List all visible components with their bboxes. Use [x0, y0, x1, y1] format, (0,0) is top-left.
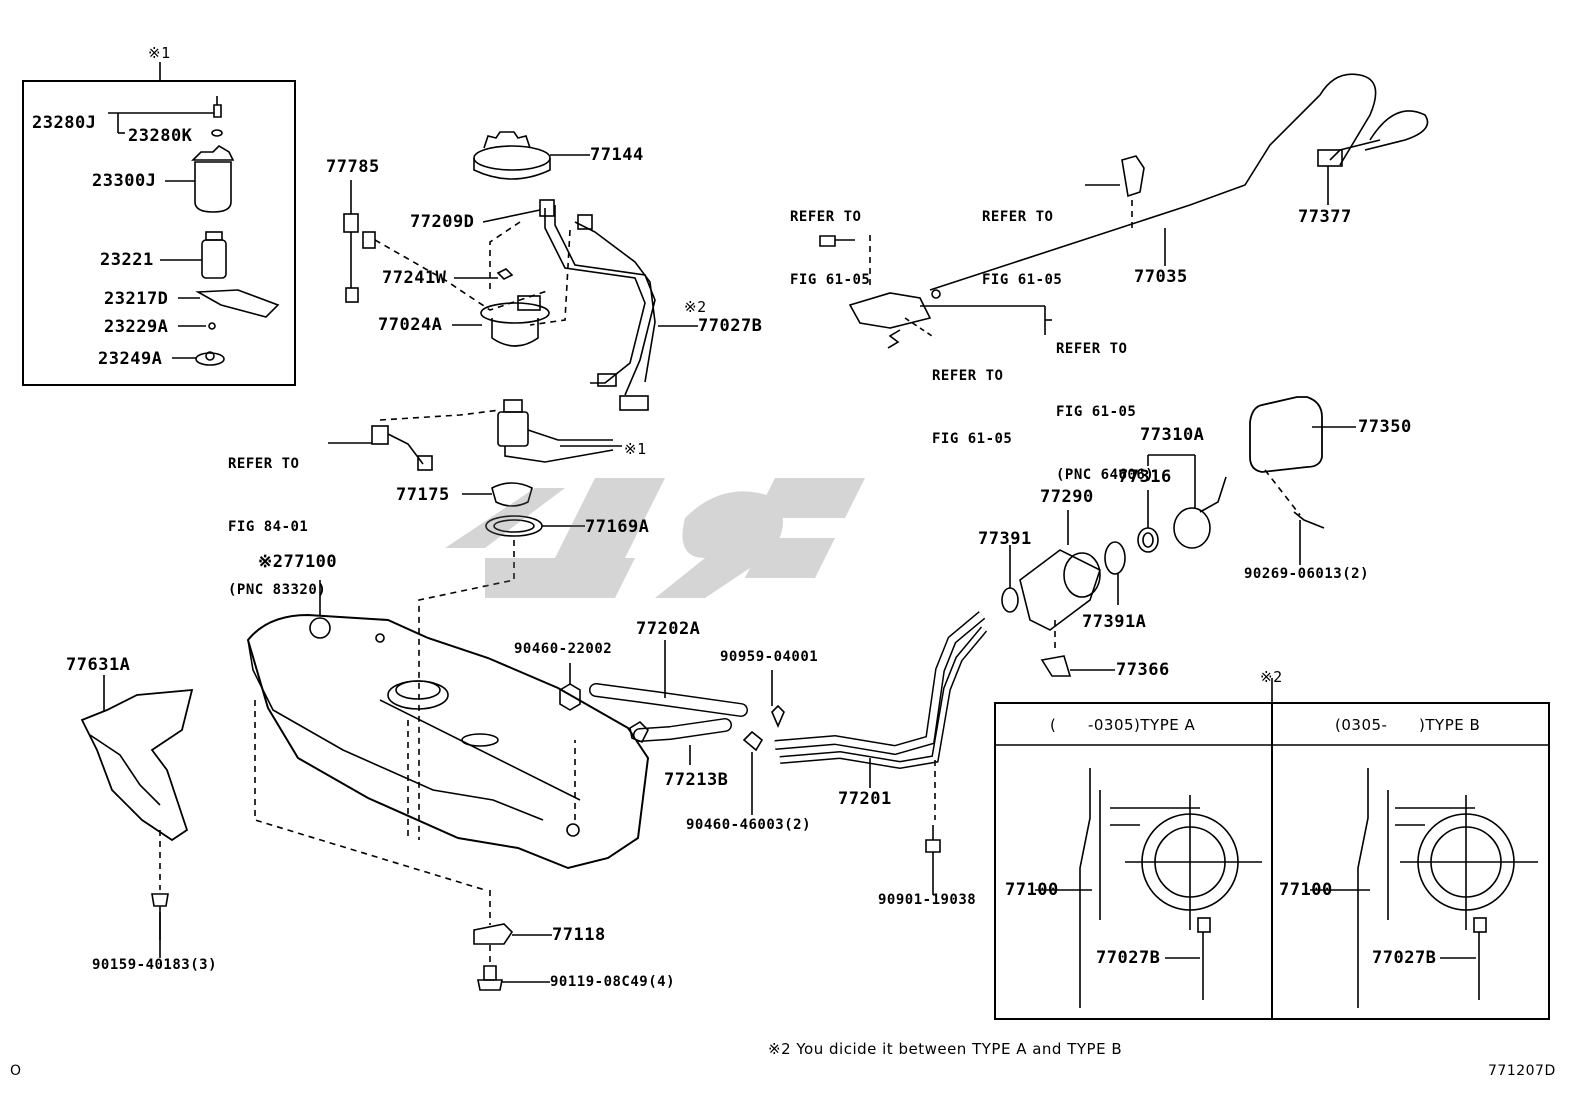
part-77201: 77201 [838, 789, 892, 809]
note1-top: ※1 [148, 44, 171, 62]
part-77377: 77377 [1298, 207, 1352, 227]
part-77366: 77366 [1116, 660, 1170, 680]
note2-table: ※2 [1260, 668, 1283, 686]
refer-e-line3: (PNC 83320) [228, 582, 327, 598]
note1-pump: ※1 [624, 440, 647, 458]
refer-block-b: REFER TO FIG 61-05 [982, 165, 1062, 312]
type-b-77027B: 77027B [1372, 948, 1437, 968]
part-77785: 77785 [326, 157, 380, 177]
part-23221: 23221 [100, 250, 154, 270]
refer-b-line1: REFER TO [982, 209, 1054, 225]
watermark-logo [445, 478, 865, 598]
part-77169A: 77169A [585, 517, 650, 537]
part-90460-46003: 90460-46003(2) [686, 817, 812, 833]
type-a-77027B: 77027B [1096, 948, 1161, 968]
refer-b-line2: FIG 61-05 [982, 272, 1063, 288]
part-90901: 90901-19038 [878, 892, 977, 908]
part-23300J: 23300J [92, 171, 157, 191]
part-77213B: 77213B [664, 770, 729, 790]
refer-e-line1: REFER TO [228, 456, 300, 472]
part-77631A: 77631A [66, 655, 131, 675]
part-77209D: 77209D [410, 212, 475, 232]
part-23217D: 23217D [104, 289, 169, 309]
part-77350: 77350 [1358, 417, 1412, 437]
part-90119: 90119-08C49(4) [550, 974, 676, 990]
part-23280K: 23280K [128, 126, 193, 146]
note2-77027B: ※2 [684, 298, 707, 316]
part-77310A: 77310A [1140, 425, 1205, 445]
part-90959: 90959-04001 [720, 649, 819, 665]
part-77391A: 77391A [1082, 612, 1147, 632]
refer-block-d: REFER TO FIG 61-05 [932, 324, 1012, 471]
part-77024A: 77024A [378, 315, 443, 335]
part-77100-main: ※277100 [258, 552, 338, 572]
part-77241W: 77241W [382, 268, 447, 288]
kit-box [22, 80, 296, 386]
part-77035: 77035 [1134, 267, 1188, 287]
type-b-77100: 77100 [1279, 880, 1333, 900]
part-23280J: 23280J [32, 113, 97, 133]
footer-note: ※2 You dicide it between TYPE A and TYPE… [768, 1040, 1123, 1058]
part-77118: 77118 [552, 925, 606, 945]
part-23229A: 23229A [104, 317, 169, 337]
type-a-77100: 77100 [1005, 880, 1059, 900]
part-77290: 77290 [1040, 487, 1094, 507]
refer-block-c: REFER TO FIG 61-05 (PNC 64606) [1056, 297, 1154, 507]
part-77391: 77391 [978, 529, 1032, 549]
refer-d-line2: FIG 61-05 [932, 431, 1013, 447]
figure-code: 771207D [1488, 1063, 1556, 1079]
refer-c-line3: (PNC 64606) [1056, 467, 1155, 483]
refer-c-line1: REFER TO [1056, 341, 1128, 357]
part-77316: 77316 [1118, 467, 1172, 487]
part-77202A: 77202A [636, 619, 701, 639]
refer-e-line2: FIG 84-01 [228, 519, 309, 535]
refer-a-line2: FIG 61-05 [790, 272, 871, 288]
part-90159: 90159-40183(3) [92, 957, 218, 973]
type-b-header: (0305- )TYPE B [1335, 716, 1481, 734]
refer-d-line1: REFER TO [932, 368, 1004, 384]
part-77027B: 77027B [698, 316, 763, 336]
refer-a-line1: REFER TO [790, 209, 862, 225]
part-77144: 77144 [590, 145, 644, 165]
part-77175: 77175 [396, 485, 450, 505]
type-a-header: ( -0305)TYPE A [1050, 716, 1196, 734]
footer-left-mark: O [10, 1063, 22, 1079]
refer-block-e: REFER TO FIG 84-01 (PNC 83320) [228, 412, 326, 622]
part-90269: 90269-06013(2) [1244, 566, 1370, 582]
part-90460-22002: 90460-22002 [514, 641, 613, 657]
refer-block-a: REFER TO FIG 61-05 [790, 165, 870, 312]
refer-c-line2: FIG 61-05 [1056, 404, 1137, 420]
part-23249A: 23249A [98, 349, 163, 369]
